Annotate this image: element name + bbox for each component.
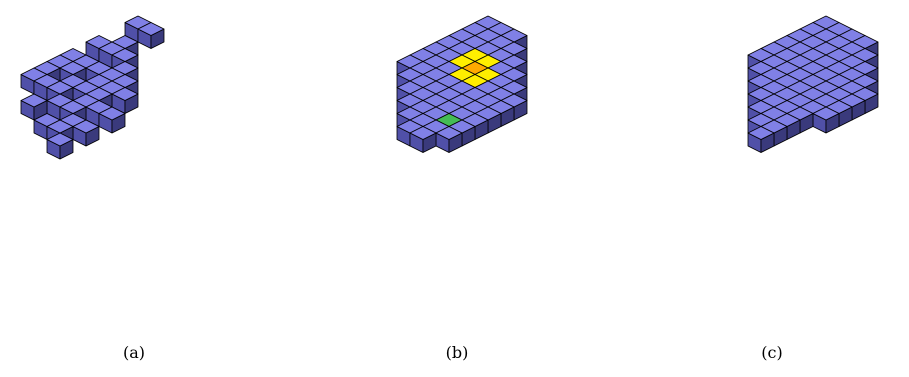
caption-panel-a: (a) (94, 343, 174, 362)
panel-c-cube-arrangement (748, 16, 878, 153)
panel-a-cube-arrangement (21, 16, 164, 159)
panel-b-cube-arrangement (397, 16, 527, 153)
caption-panel-c: (c) (732, 343, 812, 362)
caption-panel-b: (b) (417, 343, 497, 362)
